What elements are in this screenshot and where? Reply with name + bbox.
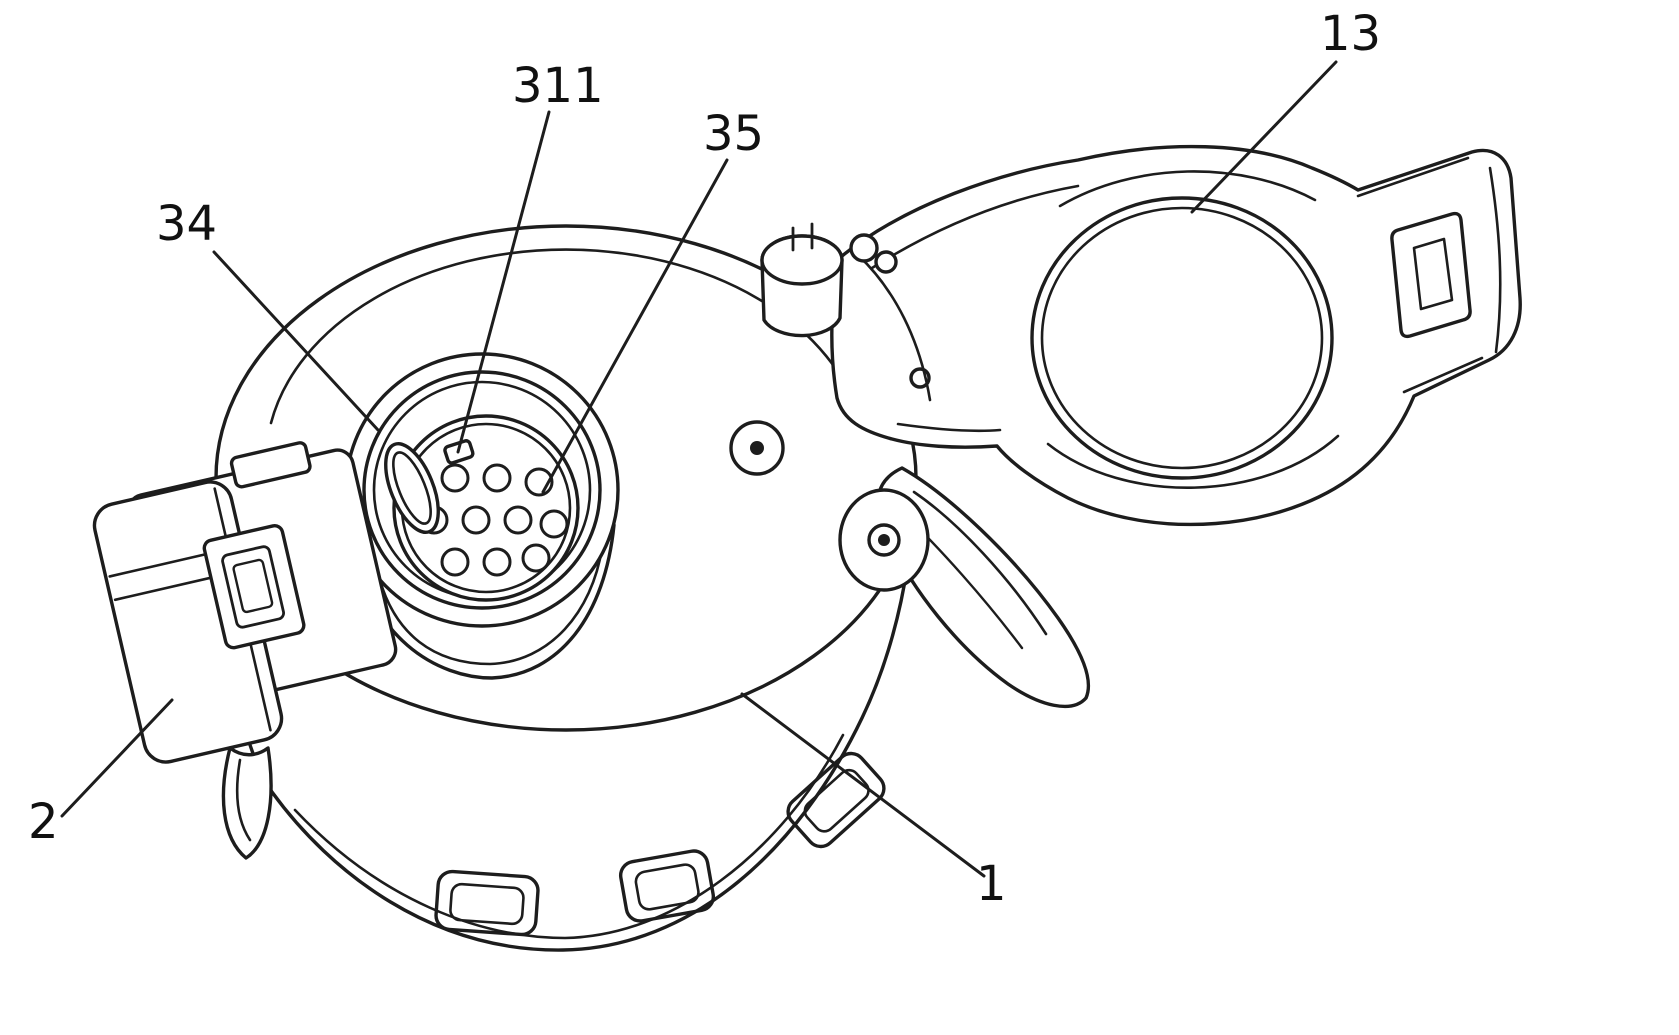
bracket-edge-line bbox=[1488, 166, 1502, 354]
hinge-knuckle-small bbox=[874, 250, 898, 274]
ref-label-2: 2 bbox=[28, 794, 59, 850]
leader-line-1 bbox=[740, 692, 986, 878]
pin-holes bbox=[419, 463, 569, 577]
latch-top-tab bbox=[229, 441, 312, 489]
latch-assembly bbox=[92, 441, 398, 860]
ref-label-311: 311 bbox=[512, 58, 604, 114]
leader-line-34 bbox=[212, 250, 380, 432]
ref-label-34: 34 bbox=[156, 196, 218, 252]
hinge bbox=[760, 222, 898, 338]
strap-bottom-fold bbox=[1402, 356, 1484, 394]
latch-catch-frame bbox=[202, 524, 306, 650]
arm-bottom-inner-line bbox=[896, 422, 1002, 433]
band-slot bbox=[434, 869, 540, 937]
leader-line-13 bbox=[1190, 60, 1338, 214]
hinge-knuckle bbox=[849, 233, 879, 263]
bracket-clip-outer bbox=[1390, 211, 1472, 339]
oval-keyway bbox=[384, 442, 440, 534]
leader-line-35 bbox=[541, 158, 729, 494]
pivot-bolt-dot bbox=[878, 534, 890, 546]
clamp-ring-opening-inner bbox=[1040, 206, 1324, 470]
latch-catch-window bbox=[232, 558, 274, 614]
boss-cylinder-arc-inner bbox=[373, 546, 604, 666]
arm-top-inner-line bbox=[870, 184, 1080, 270]
strap-top-fold bbox=[1356, 156, 1470, 198]
clamp-ring-opening bbox=[1030, 196, 1334, 480]
ref-label-13: 13 bbox=[1320, 6, 1382, 62]
socket-boss bbox=[344, 352, 620, 680]
leader-line-311 bbox=[456, 110, 551, 454]
band-slot bbox=[786, 751, 886, 849]
ring-bottom-detail-arc bbox=[1046, 434, 1340, 490]
pivot-lobe bbox=[838, 488, 930, 592]
ref-label-35: 35 bbox=[703, 106, 765, 162]
latch-catch-slot bbox=[221, 545, 285, 629]
ref-label-1: 1 bbox=[976, 856, 1007, 912]
arm-clevis-edge bbox=[856, 253, 932, 402]
latch-clasp bbox=[221, 746, 273, 860]
screw-center-dot bbox=[750, 441, 764, 455]
bracket-clip-inner bbox=[1412, 237, 1454, 311]
connector-face bbox=[392, 414, 580, 602]
lever-inner-line bbox=[912, 490, 1048, 636]
band-slot bbox=[618, 849, 716, 923]
arm-small-hole bbox=[909, 367, 931, 389]
ring-top-detail-arc bbox=[1058, 170, 1317, 208]
band-bottom-inner-arc bbox=[293, 733, 845, 940]
latch-clasp-inner bbox=[235, 758, 252, 842]
socket-rim bbox=[362, 370, 602, 610]
leader-lines bbox=[60, 60, 1338, 878]
leader-line-2 bbox=[60, 698, 174, 818]
top-rim-inner-arc bbox=[269, 248, 863, 425]
clamp-arm-assembly bbox=[830, 144, 1522, 527]
hinge-barrel-top bbox=[760, 234, 844, 286]
